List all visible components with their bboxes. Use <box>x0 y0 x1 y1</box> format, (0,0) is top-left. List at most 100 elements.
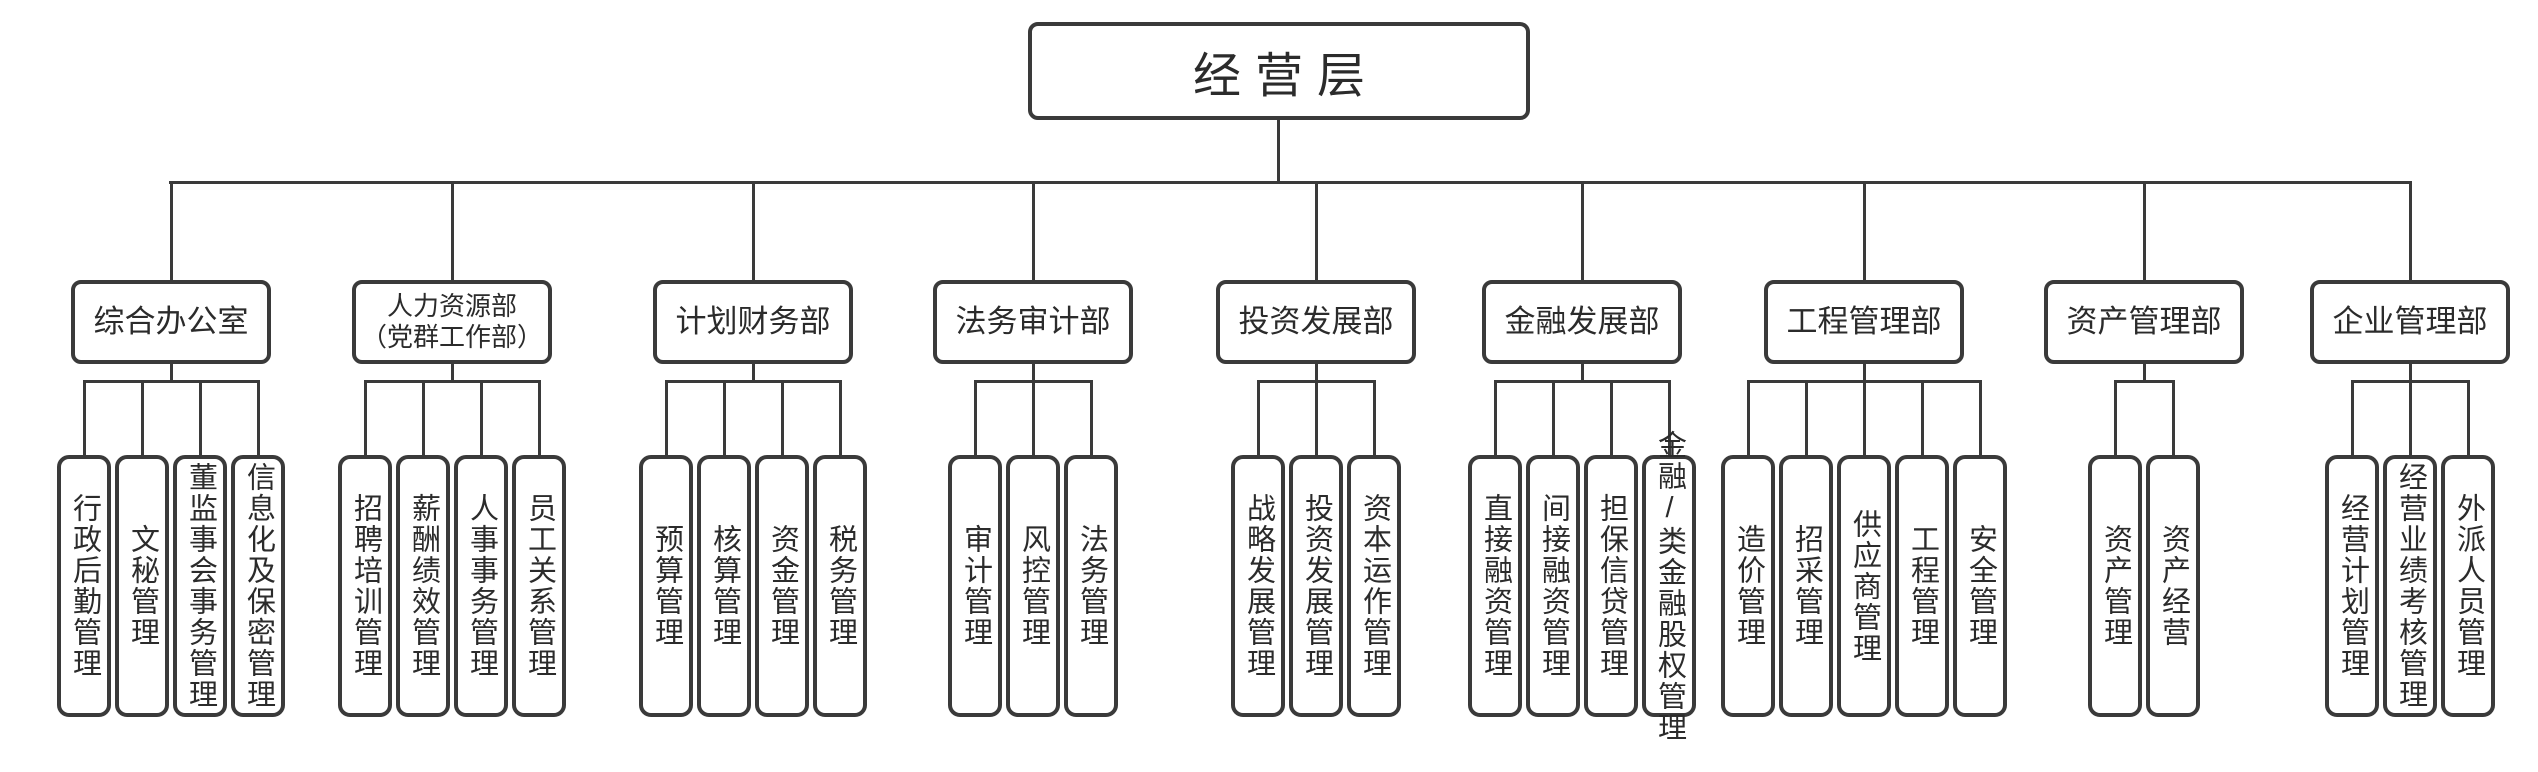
function-row: 经营计划管理经营业绩考核管理外派人员管理 <box>2325 455 2495 717</box>
function-node: 预算管理 <box>639 455 693 717</box>
function-label: 造价管理 <box>1732 524 1765 648</box>
connector-stub-vertical <box>1978 383 1982 455</box>
function-row: 审计管理风控管理法务管理 <box>948 455 1118 717</box>
connector-stub-vertical <box>1031 383 1035 455</box>
function-label: 经营计划管理 <box>2336 493 2369 679</box>
function-label: 资产管理 <box>2099 524 2132 648</box>
connector-department-vertical <box>450 364 454 380</box>
connector-stub-vertical <box>1372 383 1376 455</box>
function-label: 信息化及保密管理 <box>242 462 275 710</box>
connector-stub-vertical <box>780 383 784 455</box>
connector-stub-vertical <box>1493 383 1497 455</box>
connector-group-bar <box>973 380 1093 383</box>
connector-group-bar <box>2350 380 2470 383</box>
connector-department-vertical <box>2408 364 2412 380</box>
connector-branch-vertical <box>2408 181 2412 280</box>
connector-stub-vertical <box>2466 383 2470 455</box>
connector-branch-vertical <box>1314 181 1318 280</box>
function-label: 核算管理 <box>708 524 741 648</box>
function-node: 薪酬绩效管理 <box>396 455 450 717</box>
function-node: 供应商管理 <box>1837 455 1891 717</box>
function-label: 资产经营 <box>2157 524 2190 648</box>
department-branch: 资产管理部 资产管理资产经营 <box>2044 181 2244 717</box>
function-node: 文秘管理 <box>115 455 169 717</box>
function-node: 工程管理 <box>1895 455 1949 717</box>
function-label: 文秘管理 <box>126 524 159 648</box>
connector-stub-vertical <box>2408 383 2412 455</box>
function-label: 风控管理 <box>1017 524 1050 648</box>
function-label: 外派人员管理 <box>2452 493 2485 679</box>
connector-stub-vertical <box>1667 383 1671 455</box>
function-node: 行政后勤管理 <box>57 455 111 717</box>
function-node: 法务管理 <box>1064 455 1118 717</box>
function-node: 招聘培训管理 <box>338 455 392 717</box>
function-label: 供应商管理 <box>1848 508 1881 664</box>
function-row: 预算管理核算管理资金管理税务管理 <box>639 455 867 717</box>
connector-department-vertical <box>1031 364 1035 380</box>
connector-stub-vertical <box>1089 383 1093 455</box>
connector-group-stubs <box>973 383 1093 455</box>
connector-stub-vertical <box>664 383 668 455</box>
connector-group-stubs <box>82 383 260 455</box>
department-node: 资产管理部 <box>2044 280 2244 364</box>
function-label: 间接融资管理 <box>1537 493 1570 679</box>
department-label: 金融发展部 <box>1504 303 1660 339</box>
department-label: 计划财务部 <box>675 303 831 339</box>
department-branch: 人力资源部 （党群工作部） 招聘培训管理薪酬绩效管理人事事务管理员工关系管理 <box>338 181 566 717</box>
connector-stub-vertical <box>1804 383 1808 455</box>
connector-group-stubs <box>363 383 541 455</box>
function-node: 审计管理 <box>948 455 1002 717</box>
function-row: 造价管理招采管理供应商管理工程管理安全管理 <box>1721 455 2007 717</box>
connector-stub-vertical <box>838 383 842 455</box>
function-node: 战略发展管理 <box>1231 455 1285 717</box>
connector-group-bar <box>82 380 260 383</box>
function-node: 核算管理 <box>697 455 751 717</box>
function-label: 工程管理 <box>1906 524 1939 648</box>
connector-department-vertical <box>169 364 173 380</box>
function-node: 金融/类金融股权管理 <box>1642 430 1696 743</box>
root-node-label: 经营层 <box>1192 50 1379 103</box>
connector-stub-vertical <box>1256 383 1260 455</box>
connector-stub-vertical <box>722 383 726 455</box>
department-node: 投资发展部 <box>1216 280 1416 364</box>
department-node: 计划财务部 <box>653 280 853 364</box>
department-node: 工程管理部 <box>1764 280 1964 364</box>
connector-stub-vertical <box>140 383 144 455</box>
function-label: 薪酬绩效管理 <box>407 493 440 679</box>
department-label: 资产管理部 <box>2066 303 2222 339</box>
function-label: 战略发展管理 <box>1242 493 1275 679</box>
function-label: 行政后勤管理 <box>68 493 101 679</box>
department-label: 综合办公室 <box>93 303 249 339</box>
department-node: 金融发展部 <box>1482 280 1682 364</box>
connector-department-vertical <box>2142 364 2146 380</box>
function-node: 担保信贷管理 <box>1584 455 1638 717</box>
function-row: 资产管理资产经营 <box>2088 455 2200 717</box>
function-label: 招采管理 <box>1790 524 1823 648</box>
department-branch: 计划财务部 预算管理核算管理资金管理税务管理 <box>639 181 867 717</box>
function-label: 经营业绩考核管理 <box>2394 462 2427 710</box>
function-label: 人事事务管理 <box>465 493 498 679</box>
connector-department-vertical <box>1314 364 1318 380</box>
function-row: 直接融资管理间接融资管理担保信贷管理金融/类金融股权管理 <box>1468 430 1696 743</box>
function-label: 投资发展管理 <box>1300 493 1333 679</box>
function-label: 审计管理 <box>959 524 992 648</box>
connector-group-bar <box>1746 380 1982 383</box>
connector-group-bar <box>2113 380 2175 383</box>
connector-stub-vertical <box>1920 383 1924 455</box>
connector-root-vertical <box>1277 118 1280 181</box>
connector-branch-vertical <box>751 181 755 280</box>
department-label: 法务审计部 <box>955 303 1111 339</box>
function-node: 员工关系管理 <box>512 455 566 717</box>
function-label: 金融/类金融股权管理 <box>1653 429 1686 743</box>
root-node: 经营层 <box>1028 22 1530 120</box>
connector-stub-vertical <box>479 383 483 455</box>
connector-branch-vertical <box>450 181 454 280</box>
function-label: 安全管理 <box>1964 524 1997 648</box>
department-branch: 综合办公室 行政后勤管理文秘管理董监事会事务管理信息化及保密管理 <box>57 181 285 717</box>
department-node: 综合办公室 <box>71 280 271 364</box>
connector-group-stubs <box>2350 383 2470 455</box>
connector-group-bar <box>1493 380 1671 383</box>
function-node: 税务管理 <box>813 455 867 717</box>
connector-group-stubs <box>664 383 842 455</box>
department-label-line2: （党群工作部） <box>360 322 543 352</box>
